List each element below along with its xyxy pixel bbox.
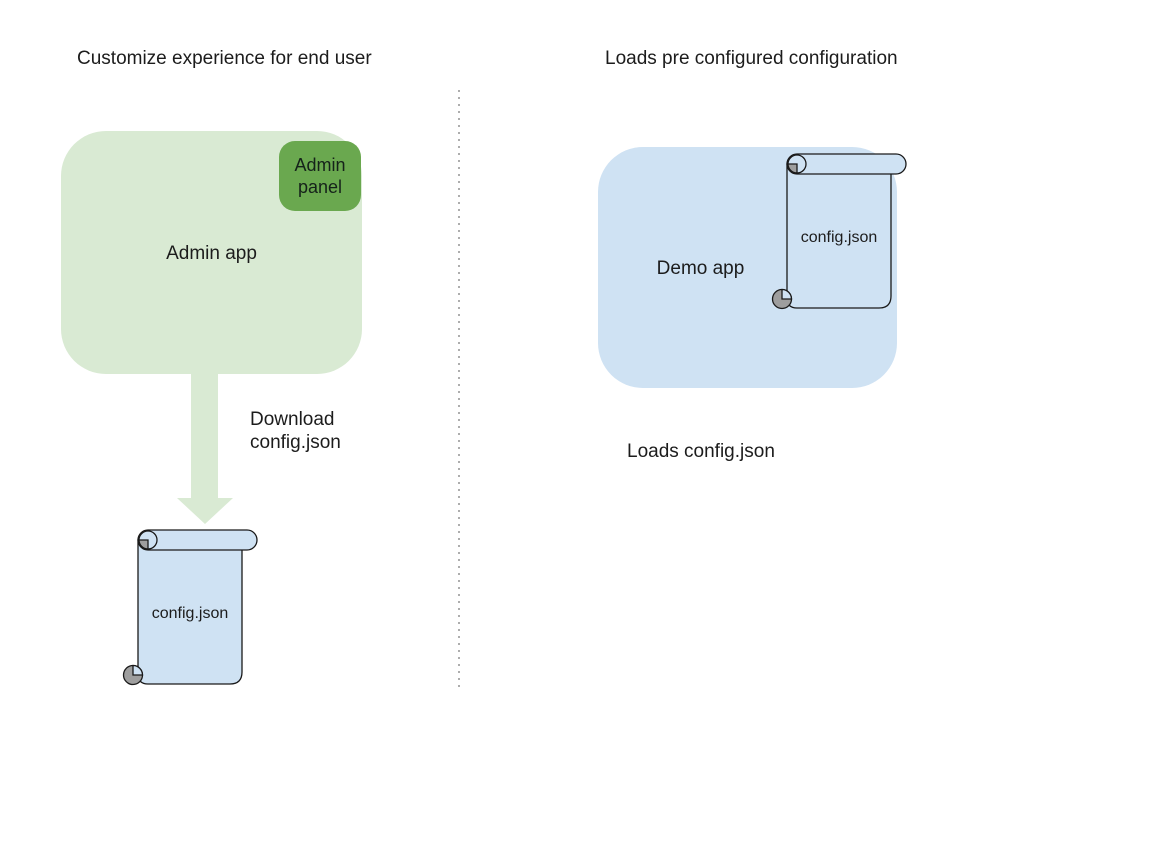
scroll-top-curl-shade	[787, 163, 798, 174]
demo-app-label: Demo app	[656, 258, 745, 279]
scroll-top-roll	[137, 529, 258, 551]
download-arrow-shape	[177, 374, 233, 524]
admin-app-label: Admin app	[166, 243, 257, 264]
scroll-top-roll	[786, 153, 907, 175]
scroll-bottom-curl-notch	[781, 288, 793, 300]
download-arrow	[177, 374, 233, 524]
right-section-title: Loads pre configured configuration	[605, 48, 898, 69]
section-divider	[458, 90, 460, 687]
config-file-label-left: config.json	[152, 605, 229, 622]
left-section-title: Customize experience for end user	[77, 48, 372, 69]
admin-panel-box: Admin panel	[279, 141, 361, 211]
config-json-scroll-left: config.json	[122, 529, 258, 686]
admin-panel-label: Admin panel	[294, 155, 346, 197]
config-json-scroll-right: config.json	[771, 153, 907, 310]
loads-config-label: Loads config.json	[627, 441, 775, 462]
download-arrow-label: Download config.json	[250, 409, 341, 453]
config-file-label-right: config.json	[801, 229, 878, 246]
scroll-top-curl-shade	[138, 539, 149, 550]
scroll-bottom-curl-notch	[132, 664, 144, 676]
